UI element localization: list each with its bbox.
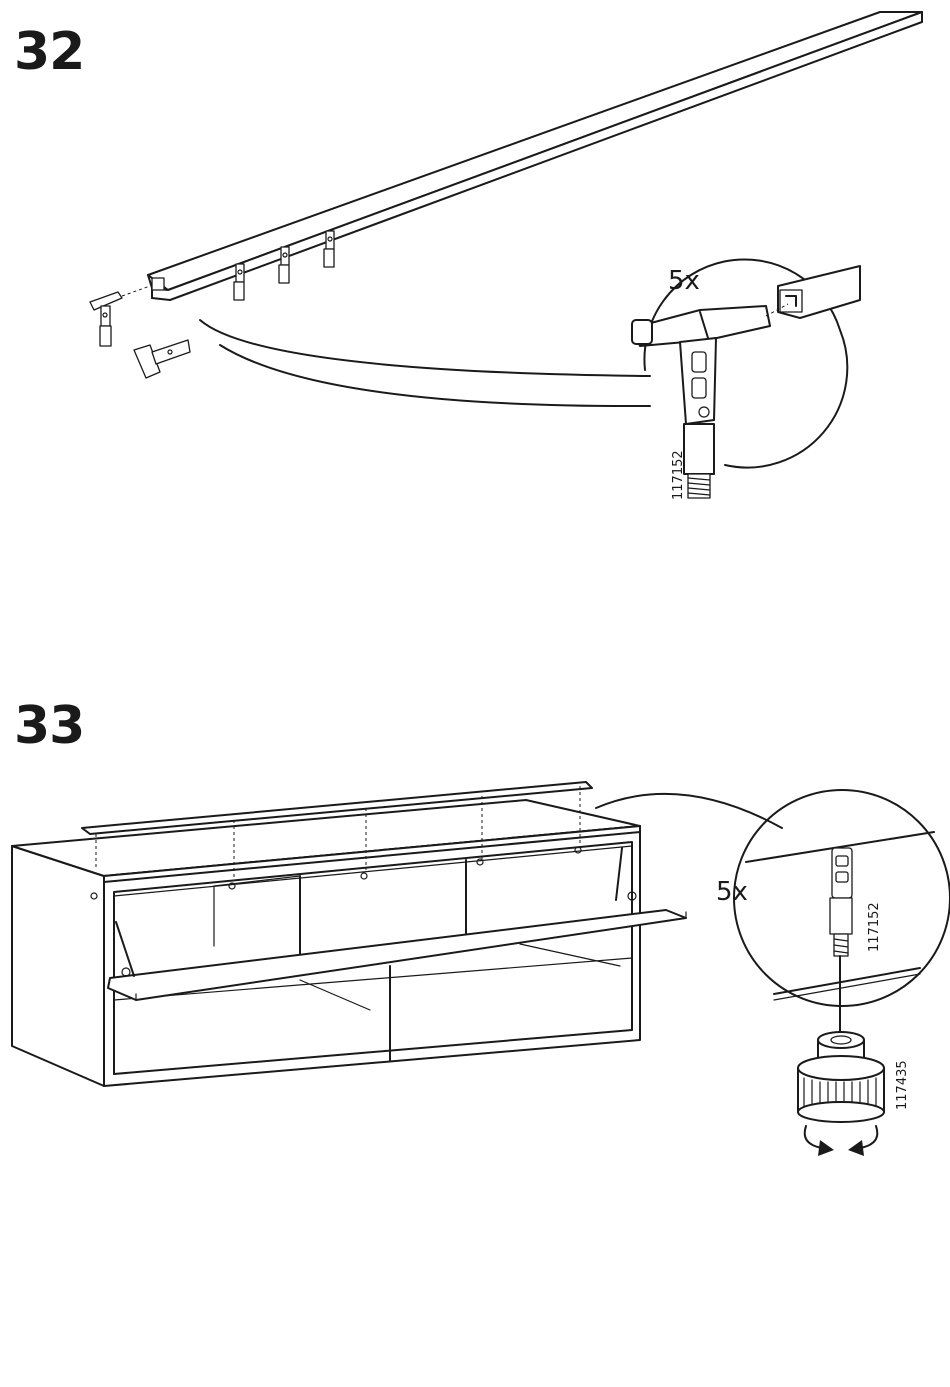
step-33-diagram: 5x 117152 117435 <box>12 782 950 1156</box>
detail-panel <box>746 832 934 1044</box>
detail-connector <box>632 304 788 498</box>
part-number: 117152 <box>671 450 686 500</box>
loose-connector-lying <box>134 340 190 378</box>
quantity-label: 5x <box>716 877 748 907</box>
rail-connector <box>279 247 289 283</box>
top-rail <box>148 12 922 300</box>
quantity-label: 5x <box>668 266 700 296</box>
adjustable-foot <box>798 1032 884 1122</box>
loose-connector <box>90 286 150 346</box>
step-32-diagram: 5x 117152 <box>90 12 922 500</box>
rotation-arrow-icon <box>805 1126 878 1156</box>
tv-cabinet <box>12 782 686 1086</box>
detail-rail <box>778 266 860 318</box>
screw-thread <box>688 474 710 498</box>
rail-connector <box>234 264 244 300</box>
part-number-connector: 117152 <box>867 902 882 952</box>
rail-connector <box>324 231 334 267</box>
part-number-knob: 117435 <box>895 1060 910 1110</box>
